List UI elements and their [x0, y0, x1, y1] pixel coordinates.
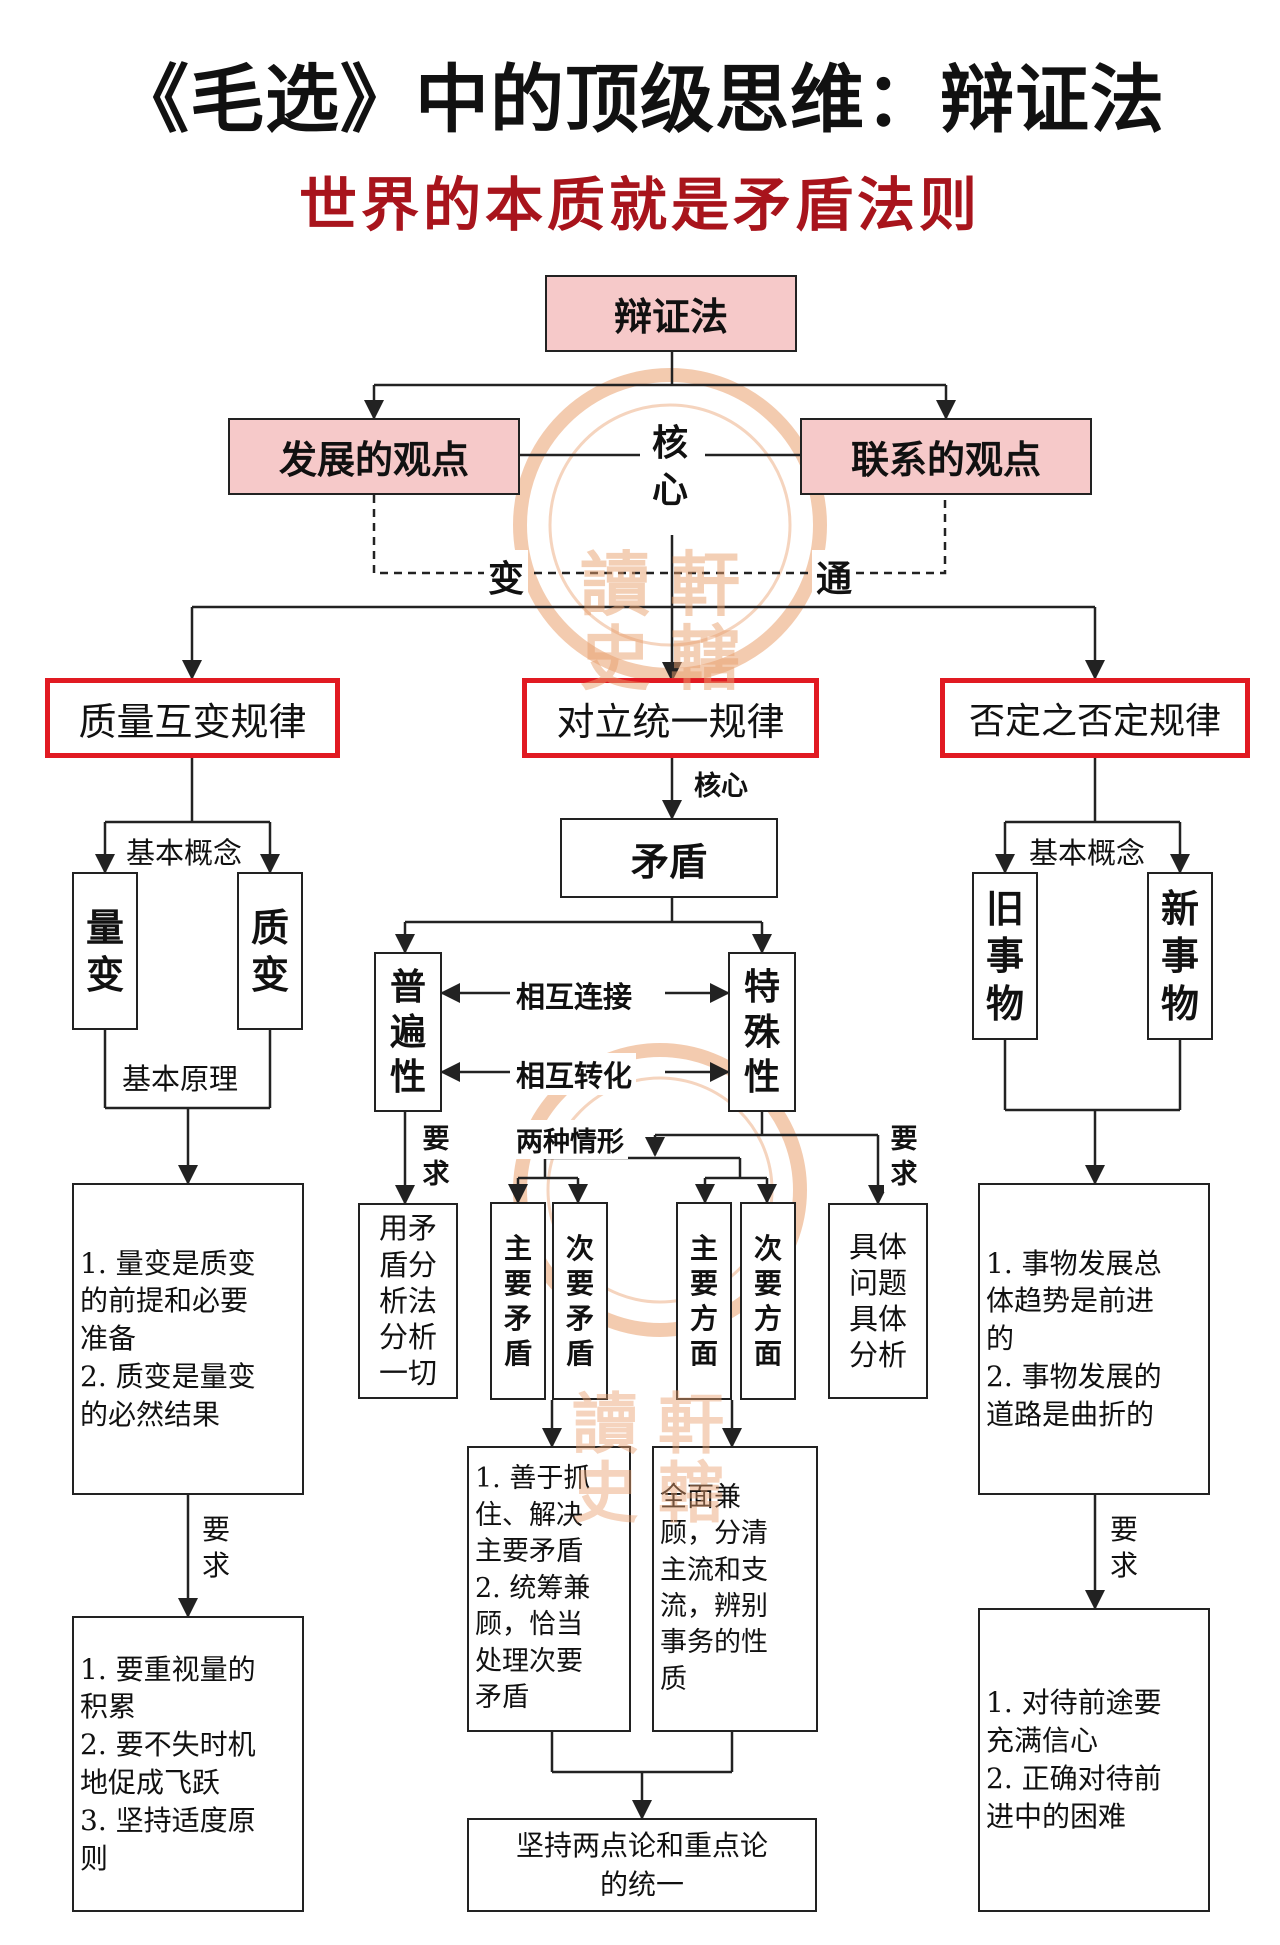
- label-core-mid: 核心: [690, 764, 752, 803]
- node-overall-consideration-text: 全面兼 顾，分清 主流和支 流，辨别 事务的性 质: [652, 1446, 818, 1732]
- label-core-top: 核 心: [650, 420, 690, 514]
- label-mutual-transformation: 相互转化: [512, 1053, 637, 1095]
- label-two-cases: 两种情形: [512, 1120, 628, 1159]
- node-quantitative-change: 量 变: [72, 872, 138, 1030]
- node-grasp-main-contradiction-text: 1. 善于抓 住、解决 主要矛盾 2. 统筹兼 顾，恰当 处理次要 矛盾: [467, 1446, 631, 1732]
- label-requirement-left: 要 求: [196, 1512, 236, 1585]
- label-requirement-mid-left: 要 求: [416, 1122, 456, 1193]
- node-specific-analysis: 具体 问题 具体 分析: [828, 1203, 928, 1399]
- node-main-contradiction: 主 要 矛 盾: [490, 1202, 546, 1400]
- node-qualitative-change: 质 变: [237, 872, 303, 1030]
- node-old-thing: 旧 事 物: [972, 872, 1038, 1040]
- node-two-point-theory: 坚持两点论和重点论 的统一: [467, 1818, 817, 1912]
- node-law-negation-of-negation: 否定之否定规律: [940, 678, 1250, 758]
- node-particularity: 特 殊 性: [728, 952, 796, 1112]
- label-requirement-mid-right: 要 求: [884, 1122, 924, 1193]
- label-mutual-connection: 相互连接: [512, 974, 637, 1016]
- label-tong: 通: [812, 550, 857, 602]
- node-dialectics: 辩证法: [545, 275, 797, 352]
- label-basic-concept-right: 基本概念: [1025, 830, 1150, 872]
- node-universality: 普 遍 性: [374, 952, 442, 1112]
- node-law-quality-quantity: 质量互变规律: [45, 678, 340, 758]
- node-principle-text: 1. 量变是质变 的前提和必要 准备 2. 质变是量变 的必然结果: [72, 1183, 304, 1495]
- label-bian: 变: [484, 550, 529, 602]
- node-analyze-everything: 用矛 盾分 析法 分析 一切: [358, 1203, 458, 1399]
- label-basic-concept-left: 基本概念: [122, 830, 247, 872]
- label-basic-principle: 基本原理: [118, 1056, 243, 1098]
- node-secondary-aspect: 次 要 方 面: [740, 1202, 796, 1400]
- node-development-view: 发展的观点: [228, 418, 520, 495]
- node-new-thing: 新 事 物: [1147, 872, 1213, 1040]
- label-requirement-right: 要 求: [1104, 1512, 1144, 1585]
- node-trend-text: 1. 事物发展总 体趋势是前进 的 2. 事物发展的 道路是曲折的: [978, 1183, 1210, 1495]
- node-requirement-left-text: 1. 要重视量的 积累 2. 要不失时机 地促成飞跃 3. 坚持适度原 则: [72, 1616, 304, 1912]
- page-title: 《毛选》中的顶级思维：辩证法: [115, 57, 1165, 143]
- seal-watermark-text-lower: 讀軒史轄: [572, 1385, 744, 1533]
- node-requirement-right-text: 1. 对待前途要 充满信心 2. 正确对待前 进中的困难: [978, 1608, 1210, 1912]
- node-secondary-contradiction: 次 要 矛 盾: [552, 1202, 608, 1400]
- node-law-unity-of-opposites: 对立统一规律: [522, 678, 819, 758]
- node-contradiction: 矛盾: [560, 818, 778, 898]
- node-connection-view: 联系的观点: [800, 418, 1092, 495]
- page-subtitle: 世界的本质就是矛盾法则: [298, 171, 981, 239]
- node-main-aspect: 主 要 方 面: [676, 1202, 732, 1400]
- seal-watermark-text-upper: 讀軒史轄: [580, 543, 760, 700]
